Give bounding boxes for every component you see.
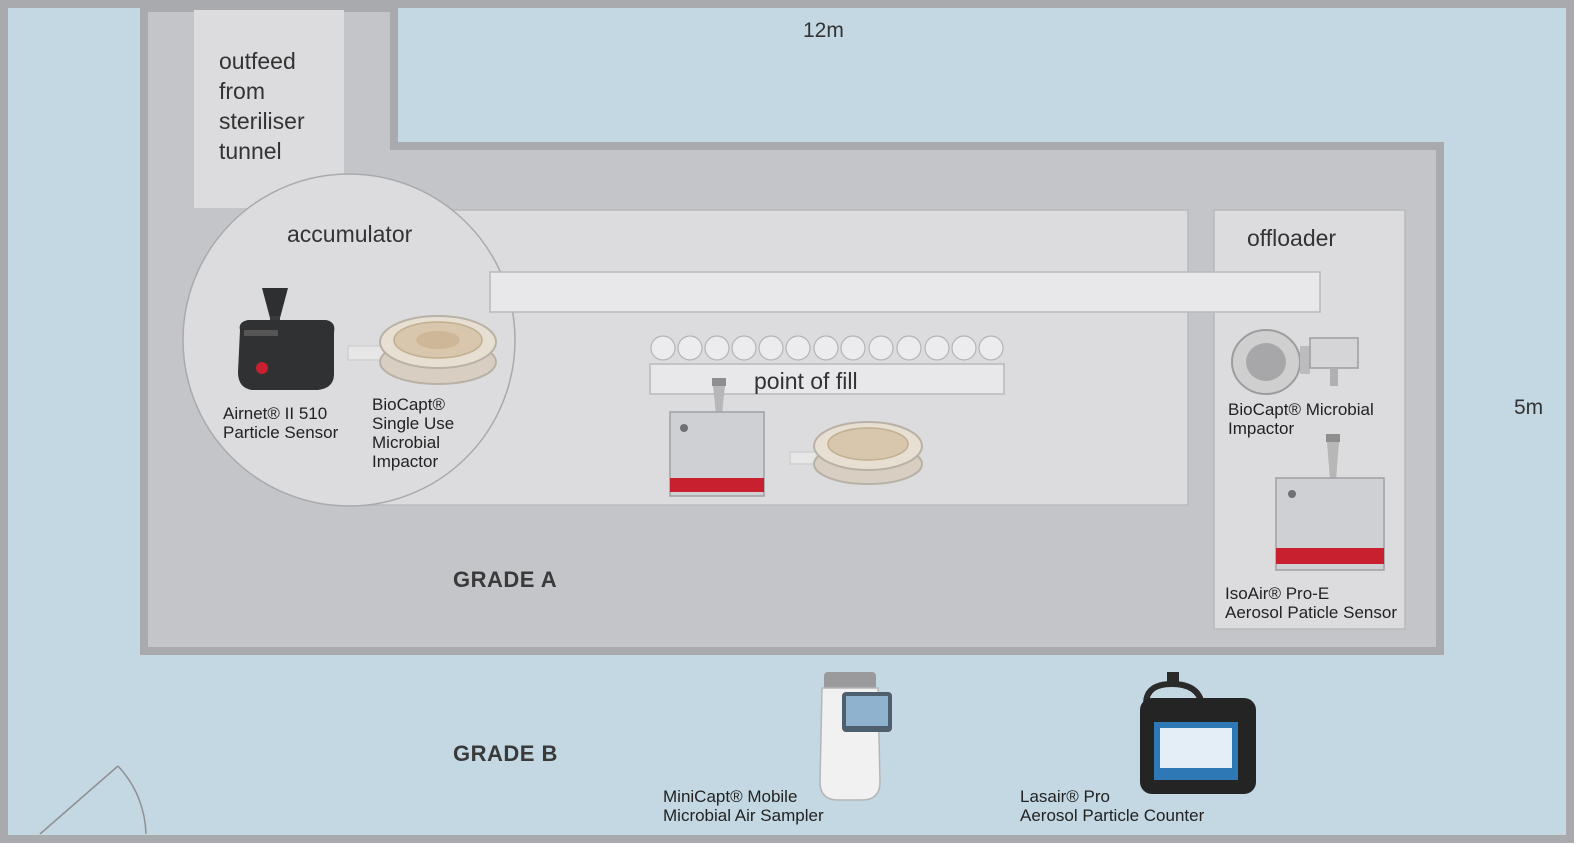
- outfeed-label: outfeed from steriliser tunnel: [219, 48, 305, 164]
- height-dimension-label: 5m: [1514, 396, 1544, 419]
- vial: [840, 335, 866, 361]
- vial: [704, 335, 730, 361]
- vial: [758, 335, 784, 361]
- accumulator-label: accumulator: [287, 221, 413, 247]
- grade-a-label: GRADE A: [453, 567, 558, 592]
- point-of-fill-label: point of fill: [754, 368, 858, 394]
- vial: [951, 335, 977, 361]
- vial: [868, 335, 894, 361]
- grade-b-label: GRADE B: [453, 741, 558, 766]
- vial: [924, 335, 950, 361]
- biocapt-impactor-icon: [1231, 329, 1359, 395]
- door-swing-icon: [39, 765, 147, 835]
- vial: [785, 335, 811, 361]
- isoair-label: IsoAir® Pro-E Aerosol Paticle Sensor: [1225, 584, 1397, 622]
- minicapt-sampler-icon: [819, 672, 892, 801]
- lasair-label: Lasair® Pro Aerosol Particle Counter: [1020, 787, 1205, 825]
- vial-row: [650, 335, 1004, 361]
- offloader-label: offloader: [1247, 225, 1337, 251]
- vial: [731, 335, 757, 361]
- vial: [650, 335, 676, 361]
- conveyor: [489, 271, 1321, 313]
- point-of-fill-bar: [649, 363, 1005, 395]
- vial: [896, 335, 922, 361]
- vial: [978, 335, 1004, 361]
- isoair-unit-icon: [1275, 434, 1385, 571]
- lasair-counter-icon: [1140, 672, 1256, 794]
- biocapt-dish-icon: [789, 421, 923, 485]
- outfeed-panel: [194, 10, 344, 208]
- vial: [677, 335, 703, 361]
- vial: [813, 335, 839, 361]
- isoair-unit-icon: [669, 378, 765, 497]
- minicapt-label: MiniCapt® Mobile Microbial Air Sampler: [663, 787, 824, 825]
- biocapt-microbial-label: BioCapt® Microbial Impactor: [1228, 400, 1374, 438]
- airnet-sensor-icon: [238, 288, 335, 390]
- biocapt-single-use-label: BioCapt® Single Use Microbial Impactor: [372, 395, 455, 471]
- width-dimension-label: 12m: [803, 19, 844, 42]
- airnet-label: Airnet® II 510 Particle Sensor: [223, 404, 339, 442]
- accumulator-circle: [182, 173, 516, 507]
- biocapt-dish-icon: [347, 315, 497, 385]
